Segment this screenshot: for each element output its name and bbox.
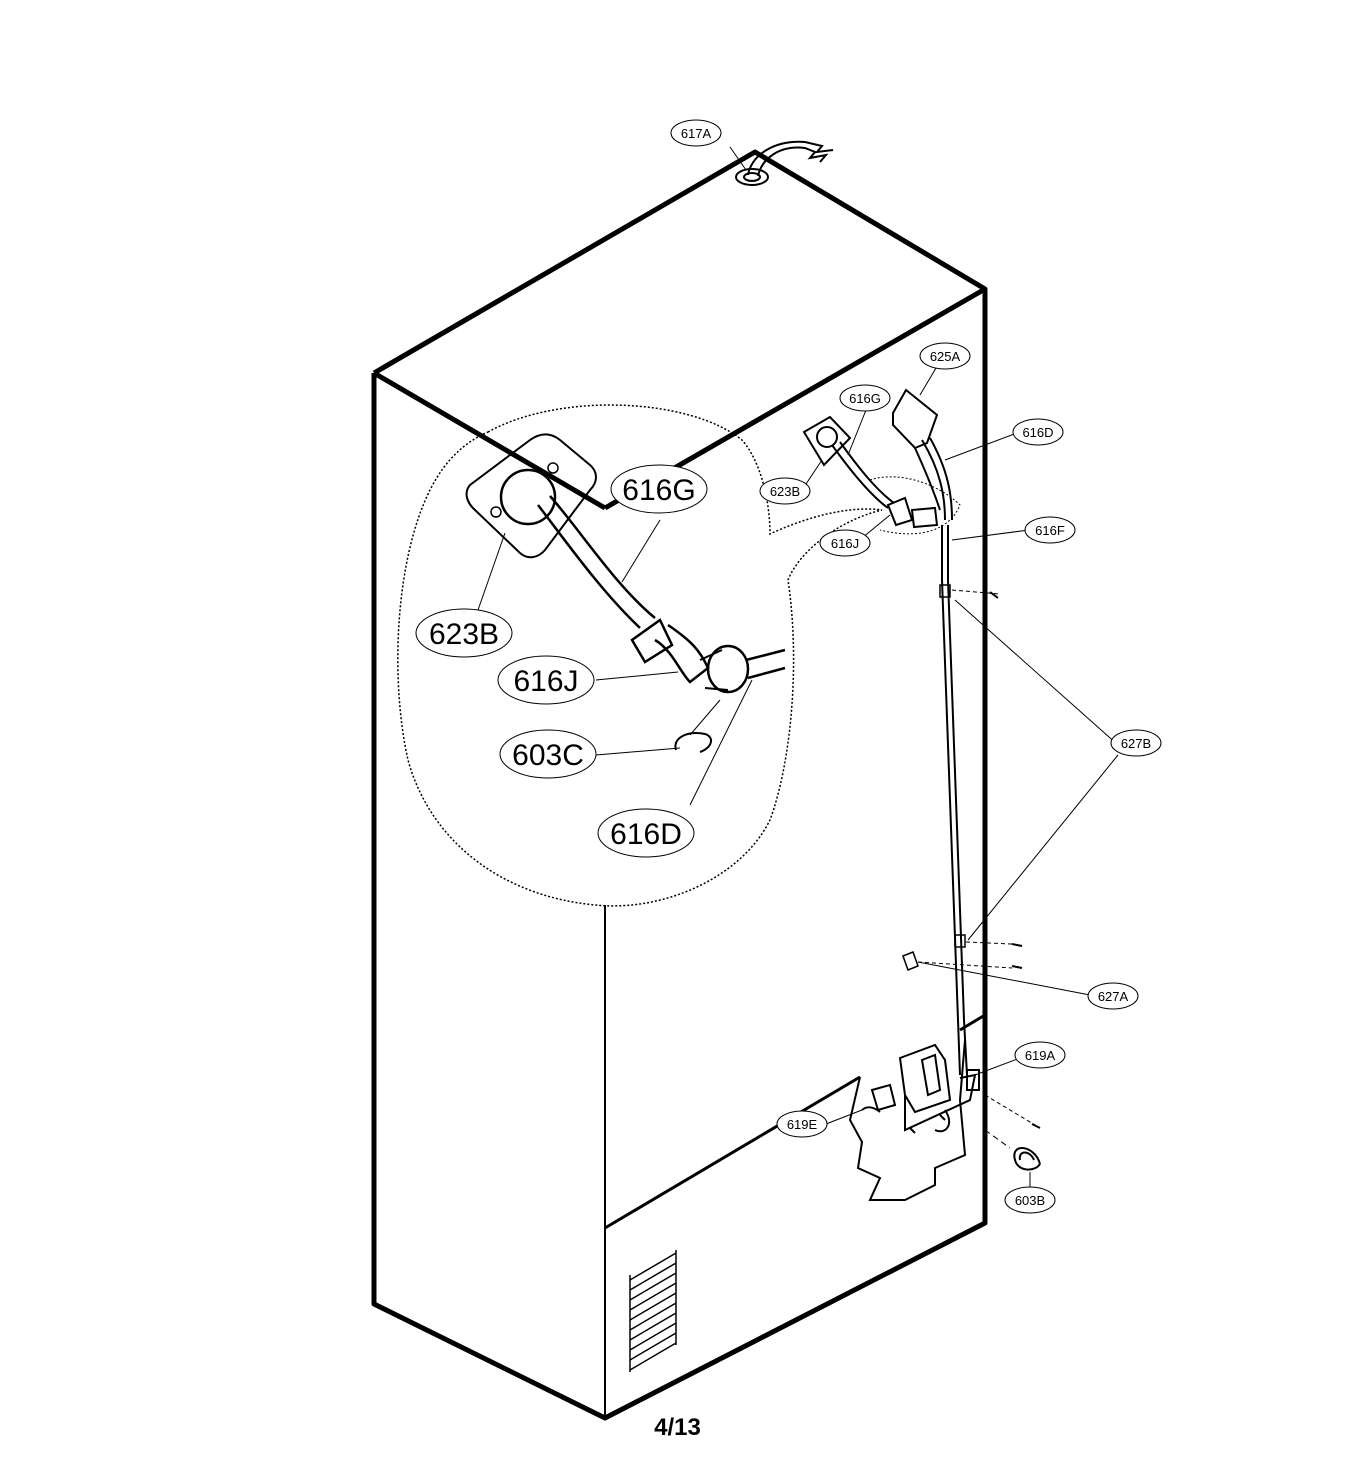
callout-603B-label: 603B <box>1015 1193 1045 1208</box>
callout-616J: 616J <box>819 529 871 557</box>
page-number: 4/13 <box>654 1414 701 1441</box>
callout-616F-label: 616F <box>1035 523 1065 538</box>
callout-619A-label: 619A <box>1025 1048 1056 1063</box>
callout-616F: 616F <box>1024 516 1076 544</box>
cabinet <box>371 149 988 1421</box>
cabinet-top-front-edge <box>372 370 607 511</box>
detail-callout-616J: 616J <box>497 655 595 705</box>
detail-callout-603C: 603C <box>499 729 597 779</box>
callout-603B: 603B <box>1004 1186 1056 1214</box>
callout-627B: 627B <box>1110 729 1162 757</box>
callout-625A-label: 625A <box>930 349 961 364</box>
detail-callout-623B-label: 623B <box>429 618 499 651</box>
detail-callout-616D: 616D <box>597 808 695 858</box>
lower-bracket <box>848 1039 967 1201</box>
vent-grille <box>629 1250 677 1372</box>
callouts-small: 617A 625A 616G 616D 623B 616J 616F 627B <box>670 119 1162 1214</box>
callout-619E-label: 619E <box>787 1117 818 1132</box>
callout-627B-label: 627B <box>1121 736 1151 751</box>
detail-bubble <box>397 404 883 907</box>
back-panel-bottom-edge <box>604 1075 861 1230</box>
callout-616D: 616D <box>1012 418 1064 446</box>
callout-627A-label: 627A <box>1098 989 1129 1004</box>
callout-619E: 619E <box>776 1110 828 1138</box>
callout-627A: 627A <box>1087 982 1139 1010</box>
detail-clip <box>674 732 712 753</box>
detail-mounting-plate <box>465 433 597 559</box>
detail-callout-616G: 616G <box>610 464 708 514</box>
lower-valve-assembly <box>825 1039 1041 1201</box>
detail-callout-616D-label: 616D <box>610 818 682 851</box>
callout-617A: 617A <box>670 119 722 147</box>
callout-625A: 625A <box>919 342 971 370</box>
callout-616D-label: 616D <box>1022 425 1053 440</box>
detail-tube <box>537 495 656 629</box>
callout-619A: 619A <box>1014 1041 1066 1069</box>
callout-617A-label: 617A <box>681 126 712 141</box>
callout-623B-label: 623B <box>770 484 800 499</box>
detail-callout-616J-label: 616J <box>513 665 578 698</box>
detail-callout-603C-label: 603C <box>512 739 584 772</box>
detail-callout-623B: 623B <box>415 608 513 658</box>
callout-623B: 623B <box>759 477 811 505</box>
callout-616G-label: 616G <box>849 391 881 406</box>
valve-box <box>892 388 939 450</box>
upper-tube-assembly <box>729 146 1119 1129</box>
callout-616G: 616G <box>839 384 891 412</box>
callouts-detail: 616G 623B 616J 603C 616D <box>415 464 708 858</box>
callout-616J-label: 616J <box>831 536 859 551</box>
top-water-inlet <box>735 140 834 186</box>
detail-callout-616G-label: 616G <box>622 474 695 507</box>
